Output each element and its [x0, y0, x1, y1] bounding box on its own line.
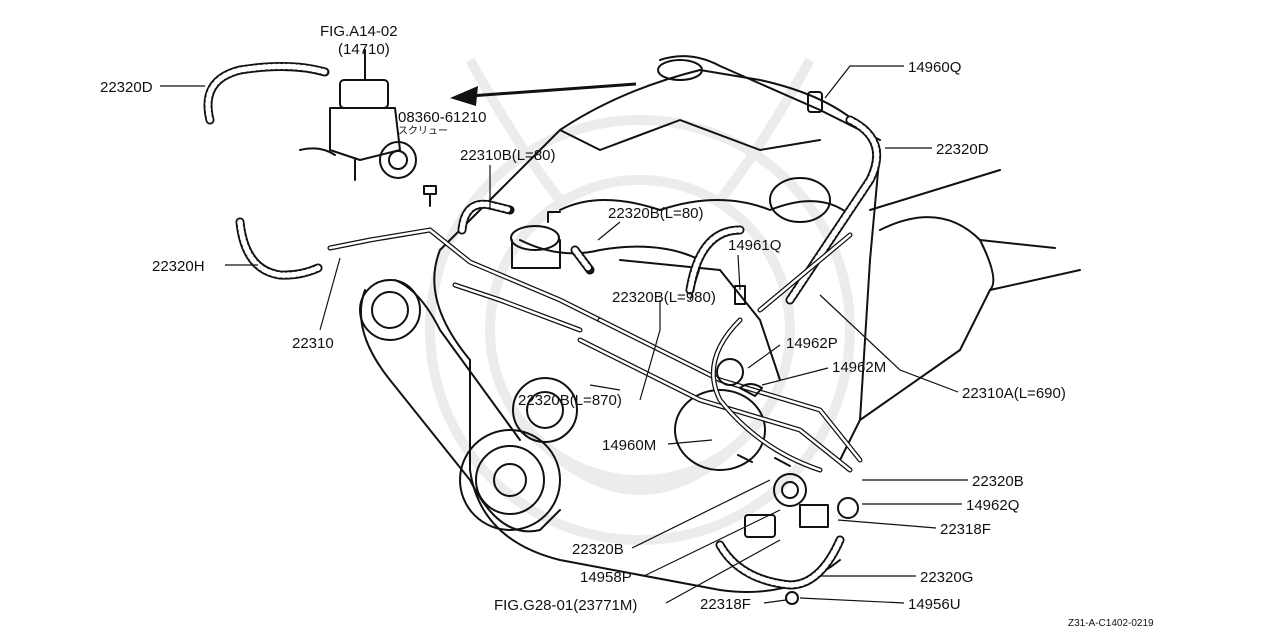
direction-arrow: [450, 82, 637, 106]
label-22310[interactable]: 22310: [292, 335, 334, 352]
label-22320d-right[interactable]: 22320D: [936, 141, 989, 158]
label-14960m[interactable]: 14960M: [602, 437, 656, 454]
label-fig-g28-01[interactable]: FIG.G28-01(23771M): [494, 597, 637, 614]
hoses: [203, 61, 882, 590]
label-22310a[interactable]: 22310A(L=690): [962, 385, 1066, 402]
part-labels: FIG.A14-02 (14710) 22320D 08360-61210 スク…: [100, 23, 1154, 629]
transmission-housing: [859, 169, 1081, 421]
label-22320h[interactable]: 22320H: [152, 258, 205, 275]
engine-block: [433, 55, 881, 593]
label-22318f-bottom[interactable]: 22318F: [700, 596, 751, 613]
label-22320g[interactable]: 22320G: [920, 569, 973, 586]
watermark-emblem: [425, 57, 855, 545]
bolt: [423, 185, 437, 207]
label-screw: スクリュー: [398, 125, 448, 137]
label-22310b[interactable]: 22310B(L=80): [460, 147, 556, 164]
label-22320b-bottom[interactable]: 22320B: [572, 541, 624, 558]
label-fig-a14-02[interactable]: FIG.A14-02: [320, 23, 398, 40]
label-22320b-right[interactable]: 22320B: [972, 473, 1024, 490]
label-14962q[interactable]: 14962Q: [966, 497, 1019, 514]
label-14956u[interactable]: 14956U: [908, 596, 961, 613]
label-22318f-right[interactable]: 22318F: [940, 521, 991, 538]
label-08360-61210[interactable]: 08360-61210: [398, 109, 486, 126]
belt-pulleys: [359, 279, 578, 533]
diagram-code: Z31-A-C1402-0219: [1068, 618, 1154, 629]
label-14962p[interactable]: 14962P: [786, 335, 838, 352]
label-22320b-l80[interactable]: 22320B(L=80): [608, 205, 704, 222]
tubes: [327, 227, 863, 473]
label-14960q[interactable]: 14960Q: [908, 59, 961, 76]
egr-valve: [299, 49, 417, 181]
label-14710[interactable]: (14710): [338, 41, 390, 58]
label-22320d-top-left[interactable]: 22320D: [100, 79, 153, 96]
label-14962m[interactable]: 14962M: [832, 359, 886, 376]
label-22320b-l980[interactable]: 22320B(L=980): [612, 289, 716, 306]
label-14958p[interactable]: 14958P: [580, 569, 632, 586]
leader-lines: [160, 65, 968, 604]
label-22320b-l870[interactable]: 22320B(L=870): [518, 392, 622, 409]
label-14961q[interactable]: 14961Q: [728, 237, 781, 254]
center-valve: [510, 211, 561, 269]
